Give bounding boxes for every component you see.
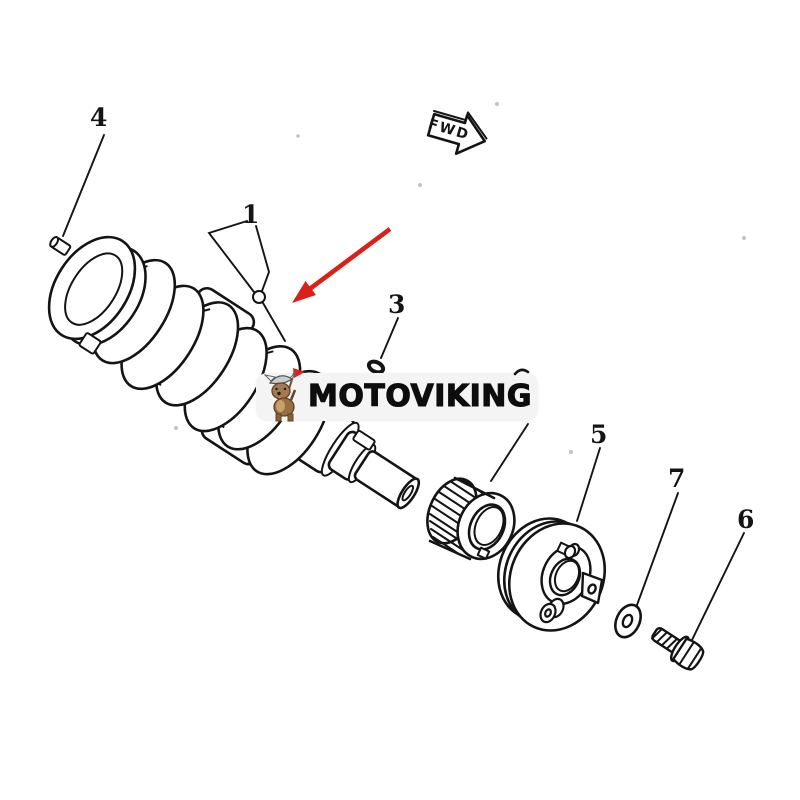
crank-flange-tab bbox=[78, 332, 102, 355]
washer-drawing bbox=[614, 603, 642, 639]
leader-5 bbox=[576, 447, 601, 522]
callout-label-7: 7 bbox=[668, 464, 686, 493]
leader-4 bbox=[62, 134, 105, 237]
timing-gear-drawing bbox=[426, 476, 516, 561]
leader-6 bbox=[691, 532, 745, 641]
pulley-boss-right bbox=[580, 571, 604, 605]
obscured-label-mark bbox=[513, 368, 530, 376]
crank-nose-bore bbox=[401, 484, 415, 502]
callout-label-4: 4 bbox=[90, 103, 108, 132]
viking-dog-mascot-icon bbox=[264, 368, 305, 422]
callout-label-1: 1 bbox=[242, 200, 260, 229]
woodruff-key-drawing bbox=[366, 359, 386, 375]
callout-label-5: 5 bbox=[590, 420, 608, 449]
paper-specks bbox=[174, 102, 746, 454]
pulley-bolt-hole-top bbox=[563, 544, 577, 560]
leader-3 bbox=[380, 317, 399, 359]
fwd-direction-arrow-icon bbox=[426, 109, 488, 156]
leader-gear bbox=[490, 423, 529, 482]
watermark-banner: MOTOVIKING bbox=[256, 368, 538, 422]
crank-flange-face bbox=[47, 235, 137, 341]
watermark-brand-text: MOTOVIKING bbox=[307, 378, 533, 414]
red-annotation-arrow bbox=[292, 227, 392, 303]
bolt-drawing bbox=[651, 627, 705, 671]
gear-key-notch bbox=[476, 546, 491, 560]
crank-keyway-notch bbox=[352, 429, 376, 451]
callout-label-6: 6 bbox=[737, 505, 755, 534]
leader-1-balloon bbox=[207, 220, 286, 342]
callout-leader-lines bbox=[62, 134, 745, 641]
callout-label-3: 3 bbox=[388, 290, 406, 319]
leader-7 bbox=[636, 492, 679, 606]
dowel-pin-drawing bbox=[49, 236, 72, 256]
pulley-boss-bottom bbox=[539, 602, 557, 624]
pulley-drawing bbox=[496, 517, 607, 632]
